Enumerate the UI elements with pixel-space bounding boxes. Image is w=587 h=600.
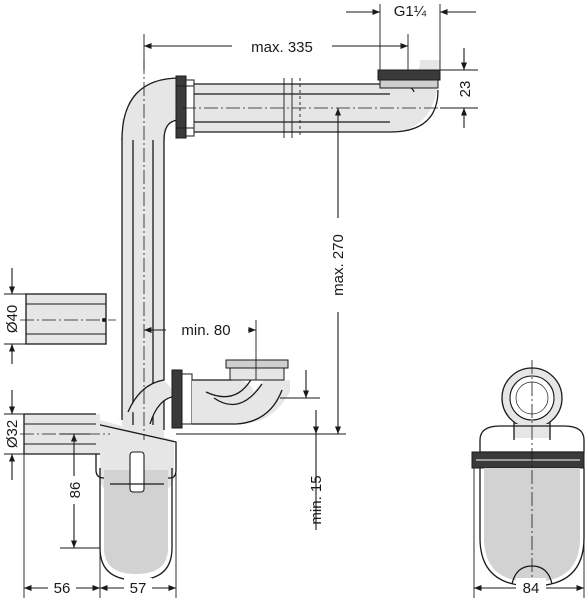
pipe-40-label: Ø40 (4, 305, 21, 333)
width-56-label: 56 (54, 580, 71, 597)
min-clearance-label: min. 15 (308, 475, 325, 524)
dim-height-23: 23 (440, 48, 478, 128)
lower-outlet (127, 359, 290, 429)
height-23-label: 23 (457, 81, 474, 98)
dim-min-clearance: min. 15 (176, 410, 330, 530)
max-height-label: max. 270 (330, 234, 347, 296)
min-offset-label: min. 80 (181, 322, 230, 339)
max-length-label: max. 335 (251, 39, 313, 56)
dim-pipe-40: Ø40 (4, 268, 26, 364)
siphon-side-view (471, 360, 585, 592)
dim-outlet-arrow (280, 370, 320, 399)
dim-trap-height: 86 (60, 433, 100, 549)
pipe-32-label: Ø32 (4, 420, 21, 448)
dim-max-height: max. 270 (300, 108, 348, 435)
trap-height-label: 86 (67, 482, 84, 499)
dim-thread: G1¼ (346, 3, 476, 70)
overflow-head (377, 69, 441, 89)
dim-bottom-widths: 56 57 (23, 454, 177, 598)
upper-flange (175, 75, 195, 139)
dim-min-offset: min. 80 (144, 320, 257, 380)
dim-max-length: max. 335 (143, 34, 409, 70)
thread-label: G1¼ (394, 3, 427, 20)
width-57-label: 57 (130, 580, 147, 597)
dim-side-width: 84 (473, 468, 585, 598)
vertical-pipe (121, 77, 181, 438)
side-width-label: 84 (523, 580, 540, 597)
dim-pipe-32: Ø32 (4, 390, 24, 480)
siphon-front-view (20, 60, 441, 581)
trap-body (95, 420, 177, 581)
pipe-40 (25, 293, 107, 345)
